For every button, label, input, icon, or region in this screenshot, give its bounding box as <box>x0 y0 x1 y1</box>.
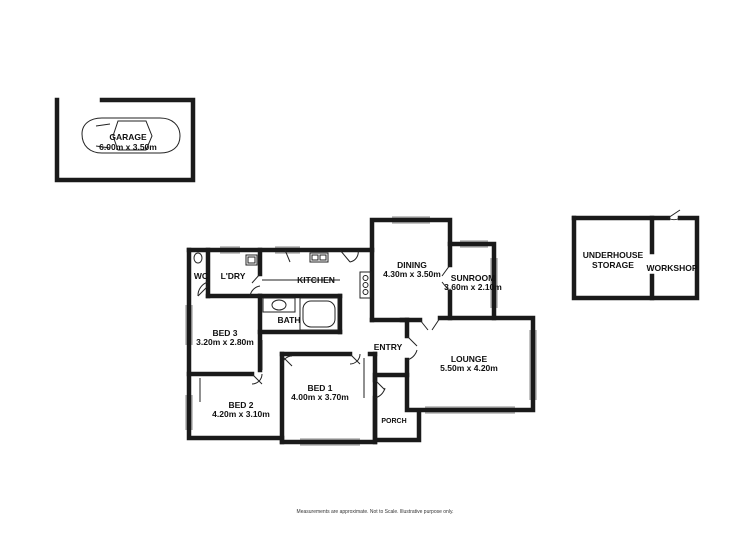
bed2-size: 4.20m x 3.10m <box>212 409 270 419</box>
underhouse-label-2: STORAGE <box>592 260 634 270</box>
doors <box>197 249 451 399</box>
porch-label: PORCH <box>381 418 406 425</box>
lounge-label: LOUNGE <box>451 354 488 364</box>
laundry-label: L'DRY <box>221 271 246 281</box>
windows <box>185 216 537 446</box>
disclaimer-text: Measurements are approximate. Not to Sca… <box>297 509 454 515</box>
stove-icon <box>359 271 372 299</box>
bathtub-icon <box>299 297 339 331</box>
basin-icon <box>262 297 296 313</box>
bed1-label: BED 1 <box>307 383 332 393</box>
garage-label: GARAGE <box>109 132 147 142</box>
bed1-size: 4.00m x 3.70m <box>291 392 349 402</box>
kitchen-sink-icon <box>309 252 329 263</box>
wc-label: WC <box>194 271 208 281</box>
car-icon <box>81 117 181 154</box>
fixtures <box>193 252 372 402</box>
entry-label: ENTRY <box>374 342 403 352</box>
underhouse-structure <box>571 209 700 301</box>
laundry-tub-icon <box>245 254 258 266</box>
bed2-label: BED 2 <box>228 400 253 410</box>
dining-size: 4.30m x 3.50m <box>383 269 441 279</box>
house-walls <box>186 217 536 445</box>
underhouse-label-1: UNDERHOUSE <box>583 250 644 260</box>
bed3-size: 3.20m x 2.80m <box>196 337 254 347</box>
workshop-label: WORKSHOP <box>647 263 698 273</box>
bath-label: BATH <box>278 315 301 325</box>
garage-size: 6.00m x 3.50m <box>99 142 157 152</box>
lounge-size: 5.50m x 4.20m <box>440 363 498 373</box>
garage-structure <box>54 97 196 183</box>
sunroom-size: 3.60m x 2.10m <box>444 282 502 292</box>
bed3-label: BED 3 <box>212 328 237 338</box>
kitchen-label: KITCHEN <box>297 275 335 285</box>
sunroom-label: SUNROOM <box>451 273 495 283</box>
toilet-icon <box>193 252 203 264</box>
dining-label: DINING <box>397 260 427 270</box>
